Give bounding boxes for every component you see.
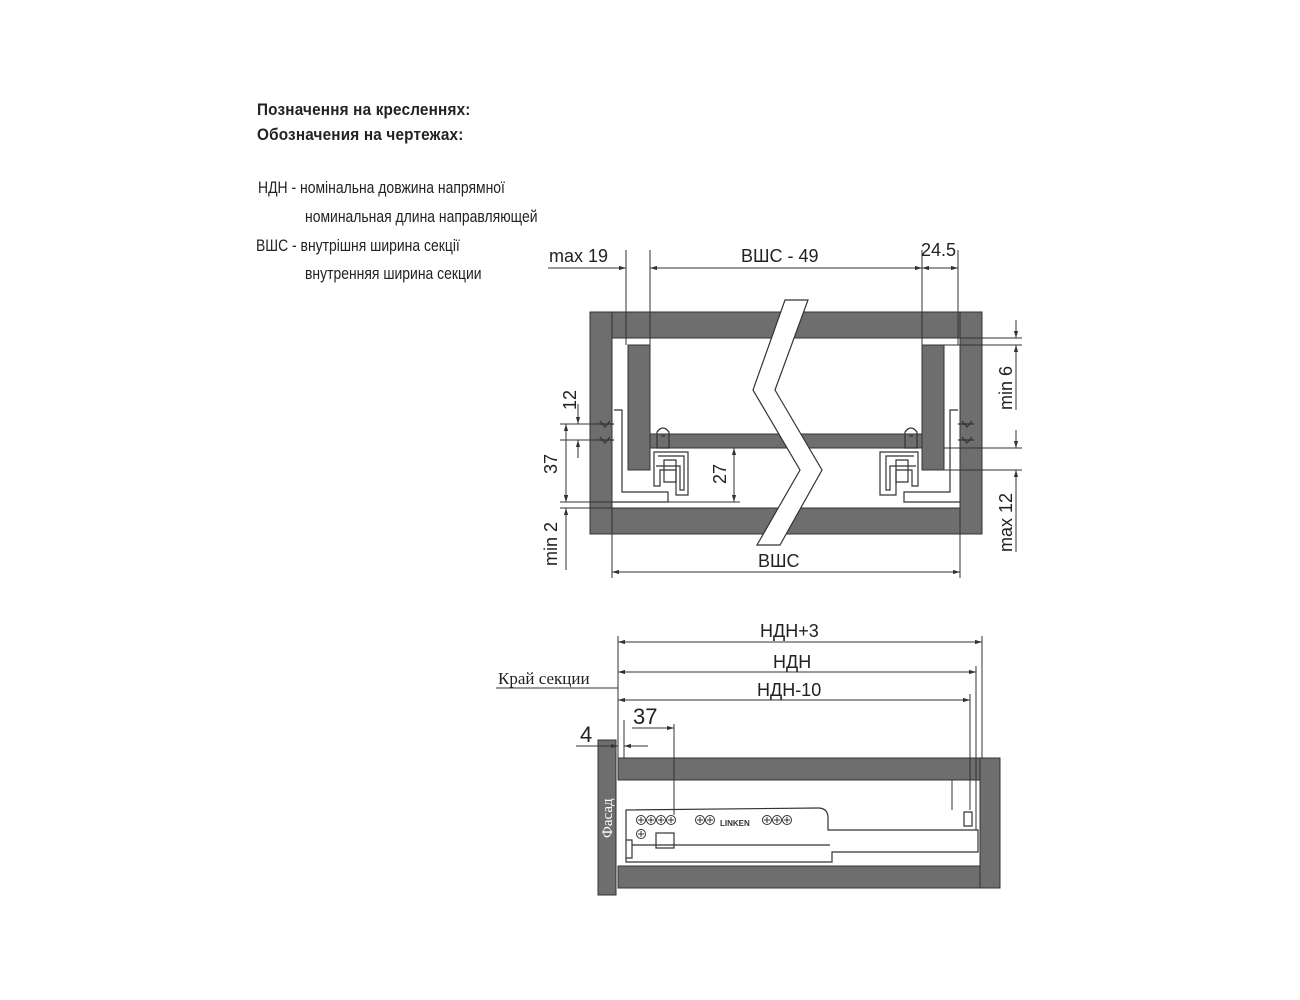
side-top-panel bbox=[617, 757, 981, 781]
legend-heading-ua: Позначення на кресленнях: bbox=[257, 100, 471, 119]
dim-37-side: 37 bbox=[633, 704, 657, 729]
legend-block: Позначення на кресленнях: Обозначения на… bbox=[257, 100, 494, 145]
dim-max12: max 12 bbox=[996, 493, 1016, 552]
dim-min2: min 2 bbox=[541, 522, 561, 566]
legend-abbr-vshs: ВШС bbox=[256, 236, 289, 255]
dim-ndn: НДН bbox=[773, 652, 811, 672]
dim-4: 4 bbox=[580, 722, 592, 747]
side-back-panel bbox=[979, 757, 1001, 889]
side-view: Фасад LINKEN bbox=[496, 621, 1001, 896]
legend-vshs-ua: внутрішня ширина секції bbox=[300, 236, 460, 255]
section-view: max 19 ВШС - 49 24.5 ВШС 12 37 min 2 27 … bbox=[541, 240, 1022, 578]
legend-vshs-ru: внутренняя ширина секции bbox=[305, 264, 482, 283]
screw-holes bbox=[636, 815, 792, 839]
brand-logo: LINKEN bbox=[720, 819, 750, 828]
facade-label: Фасад bbox=[600, 798, 616, 838]
drawer-right-side bbox=[921, 344, 945, 471]
runner-side bbox=[625, 807, 979, 863]
legend-dash: - bbox=[291, 178, 297, 197]
legend-abbr-ndn: НДН bbox=[258, 178, 288, 197]
dim-27: 27 bbox=[710, 464, 730, 484]
legend-heading-ru: Обозначения на чертежах: bbox=[257, 125, 464, 144]
dim-vshs: ВШС bbox=[758, 551, 800, 571]
dim-ndn-plus-3: НДН+3 bbox=[760, 621, 819, 641]
dim-24-5: 24.5 bbox=[921, 240, 956, 260]
break-symbol bbox=[752, 299, 823, 546]
legend-ndn-ru: номинальная длина направляющей bbox=[305, 207, 538, 226]
legend-ndn-ua: номінальна довжина напрямної bbox=[299, 178, 505, 197]
dim-ndn-minus-10: НДН-10 bbox=[757, 680, 821, 700]
legend-dash: - bbox=[292, 236, 297, 255]
side-bottom-panel bbox=[617, 865, 981, 889]
dim-max19: max 19 bbox=[549, 246, 608, 266]
dim-37: 37 bbox=[541, 454, 561, 474]
legend-item-ndn: НДН - номінальна довжина напрямної номин… bbox=[258, 178, 559, 226]
legend-item-vshs: ВШС - внутрішня ширина секції внутренняя… bbox=[256, 236, 505, 283]
drawer-left-side bbox=[627, 344, 651, 471]
left-runner bbox=[598, 409, 689, 503]
right-runner bbox=[879, 409, 974, 503]
dim-12: 12 bbox=[560, 390, 580, 410]
dim-vshs-49: ВШС - 49 bbox=[741, 246, 819, 266]
section-edge-label: Край секции bbox=[498, 669, 590, 688]
dim-min6: min 6 bbox=[996, 366, 1016, 410]
facade-panel bbox=[597, 739, 617, 896]
